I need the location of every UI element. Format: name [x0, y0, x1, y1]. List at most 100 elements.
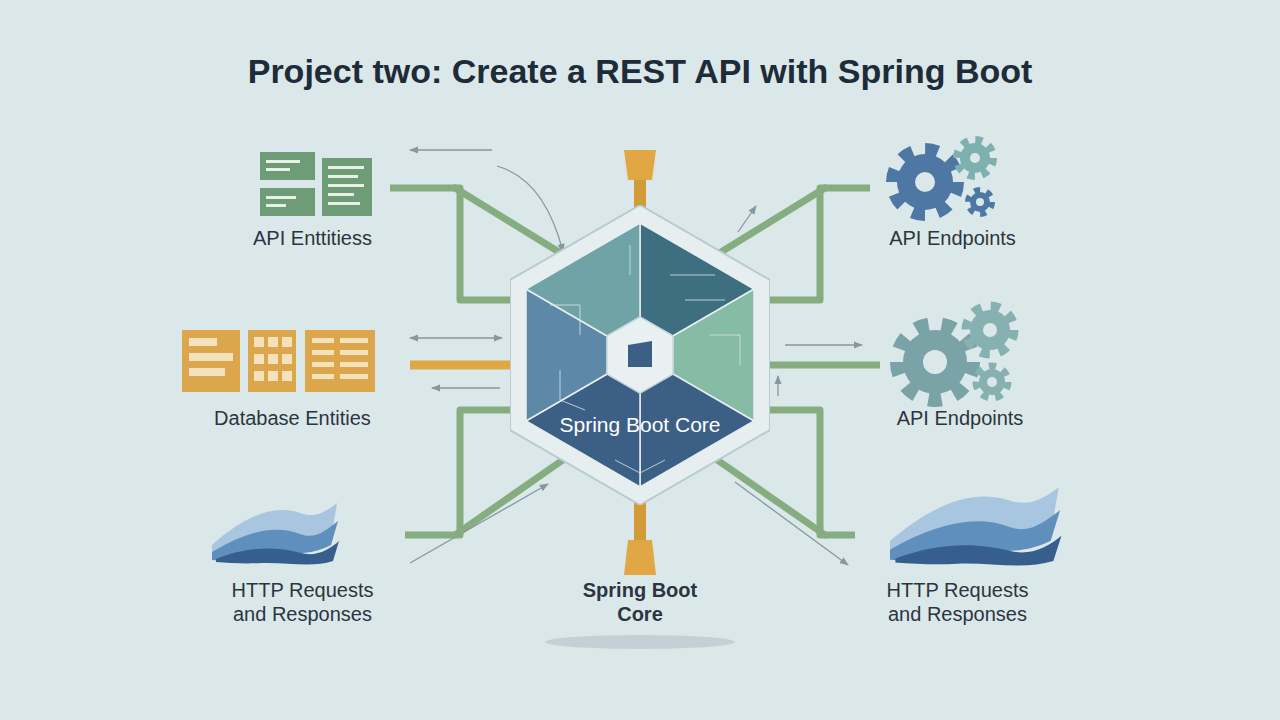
circuit-line	[560, 370, 585, 410]
text-line	[328, 166, 364, 169]
table-icon	[182, 330, 240, 392]
flow-arrow	[432, 387, 500, 388]
table-cell	[312, 362, 334, 367]
gear-body	[897, 154, 953, 210]
wave-icon	[890, 487, 1061, 565]
table-cell	[340, 362, 368, 367]
diagram-title: Project two: Create a REST API with Spri…	[0, 52, 1280, 91]
icon-node: API Endpoints	[880, 300, 1040, 430]
connector-line	[405, 410, 510, 535]
node-label: HTTP Requests and Responses	[878, 578, 1038, 626]
connector-line	[390, 188, 510, 300]
icon-node: HTTP Requests and Responses	[855, 485, 1060, 625]
node-label: Database Entities	[175, 406, 410, 430]
flow-arrow	[777, 376, 778, 396]
hexagon-frame	[510, 205, 770, 505]
shadow	[545, 635, 735, 649]
connector-line	[770, 410, 855, 535]
gear-teeth	[976, 366, 1008, 398]
table-cell	[254, 354, 264, 364]
document-icon	[260, 152, 315, 180]
table-cell	[268, 337, 278, 347]
circuit-line	[710, 335, 740, 365]
text-line	[328, 175, 358, 178]
table-cell	[189, 353, 233, 361]
table-icon	[248, 330, 296, 392]
icon-node: Database Entities	[175, 320, 410, 430]
flow-arrow	[735, 482, 848, 565]
circuit-line	[670, 275, 715, 276]
table-cell	[268, 354, 278, 364]
wave-icon	[212, 503, 339, 564]
wire	[700, 448, 825, 535]
connector-line	[770, 188, 870, 300]
table-cell	[340, 338, 368, 343]
connector-line	[770, 362, 880, 369]
gear-hole	[915, 172, 935, 192]
text-line	[266, 204, 286, 207]
table-cell	[312, 374, 334, 379]
table-cell	[312, 338, 334, 343]
gear-teeth	[968, 190, 992, 214]
connector-cap	[624, 540, 656, 575]
gear-body	[960, 143, 990, 173]
node-label: API Enttitiess	[235, 226, 390, 250]
gear-hole	[987, 377, 997, 387]
icon-node: API Endpoints	[870, 135, 1035, 250]
circuit-line	[615, 460, 665, 473]
document-icon	[322, 158, 372, 216]
hexagon-core	[607, 317, 673, 393]
flow-arrow	[738, 206, 756, 232]
connector-line	[410, 361, 510, 370]
gear-hole	[923, 350, 947, 374]
component-label: Spring Boot Core	[578, 578, 702, 626]
table-cell	[282, 371, 292, 381]
connector-stem	[634, 500, 646, 540]
gear-teeth	[897, 324, 973, 400]
text-line	[328, 202, 360, 205]
connector-cap	[624, 150, 656, 180]
node-label: API Endpoints	[870, 226, 1035, 250]
table-icon	[305, 330, 375, 392]
flow-arrow	[785, 344, 862, 345]
hexagon-outline	[510, 205, 770, 505]
circuit-line	[630, 245, 631, 275]
circuit-line	[685, 300, 725, 301]
gear-body	[970, 310, 1010, 350]
table-cell	[189, 338, 217, 346]
wave-icon	[890, 487, 1061, 565]
table-cell	[282, 354, 292, 364]
gear-hole	[970, 153, 980, 163]
node-label: API Endpoints	[880, 406, 1040, 430]
node-label: HTTP Requests and Responses	[223, 578, 383, 626]
table-cell	[282, 337, 292, 347]
table-cell	[254, 337, 264, 347]
flow-arrow	[410, 337, 502, 338]
circuit-line	[550, 305, 580, 335]
text-line	[328, 184, 364, 187]
gear-hole	[983, 323, 997, 337]
core-hexagon: Spring Boot Core	[510, 205, 770, 505]
table-cell	[268, 371, 278, 381]
table-cell	[340, 350, 368, 355]
icon-node: API Enttitiess	[235, 145, 390, 250]
table-cell	[189, 368, 225, 376]
core-chip	[628, 341, 652, 367]
gear-teeth	[966, 306, 1014, 354]
text-line	[328, 193, 354, 196]
gear-teeth	[957, 140, 993, 176]
table-cell	[340, 374, 368, 379]
document-icon	[260, 188, 315, 216]
text-line	[266, 168, 290, 171]
text-line	[266, 196, 296, 199]
table-cell	[254, 371, 264, 381]
table-cell	[312, 350, 334, 355]
flow-arrow	[497, 166, 563, 252]
flow-arrow	[410, 149, 492, 150]
core-label: Spring Boot Core	[510, 413, 770, 437]
wire	[455, 448, 580, 535]
hexagon-segment	[526, 223, 640, 336]
gear-hole	[976, 198, 984, 206]
gear-teeth	[892, 149, 958, 215]
flow-arrow	[410, 484, 548, 563]
